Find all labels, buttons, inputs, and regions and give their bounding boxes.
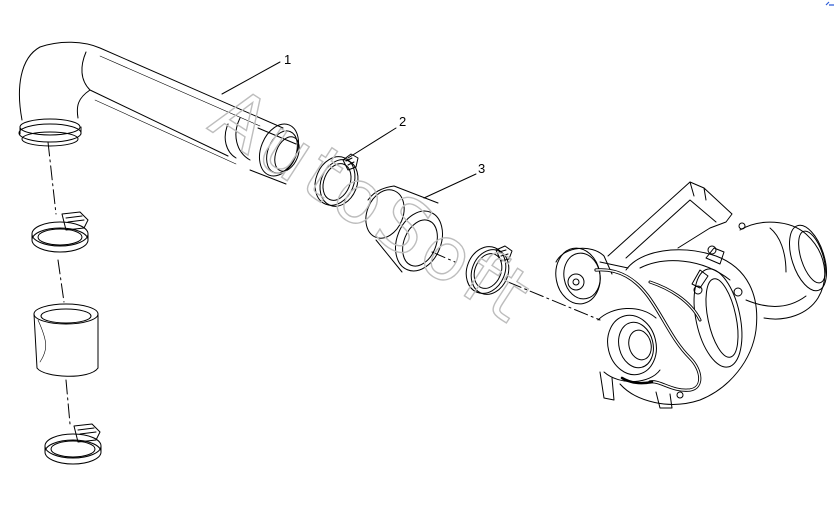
- link-icon: [825, 1, 834, 6]
- intake-pipe: [18, 41, 300, 185]
- assembly-axis-diagonal: [431, 251, 601, 321]
- callout-2: 2: [399, 114, 406, 129]
- hose-clamp-left-top: [31, 211, 89, 253]
- leader-line-3: [423, 173, 477, 199]
- callout-3: 3: [478, 161, 485, 176]
- hose-clamp-left-bottom: [44, 423, 102, 465]
- hose-clamp-upper: [314, 153, 359, 207]
- rubber-sleeve-upper: [365, 185, 443, 273]
- leader-line-1: [221, 61, 281, 95]
- leader-line-2: [347, 127, 397, 159]
- hose-clamp-turbo: [465, 245, 513, 295]
- assembly-axis-vertical: [47, 141, 71, 425]
- watermark-text: AutoSoft: [196, 71, 550, 342]
- rubber-sleeve-left: [33, 303, 99, 377]
- turbocharger: [555, 181, 827, 409]
- callout-1: 1: [284, 52, 291, 67]
